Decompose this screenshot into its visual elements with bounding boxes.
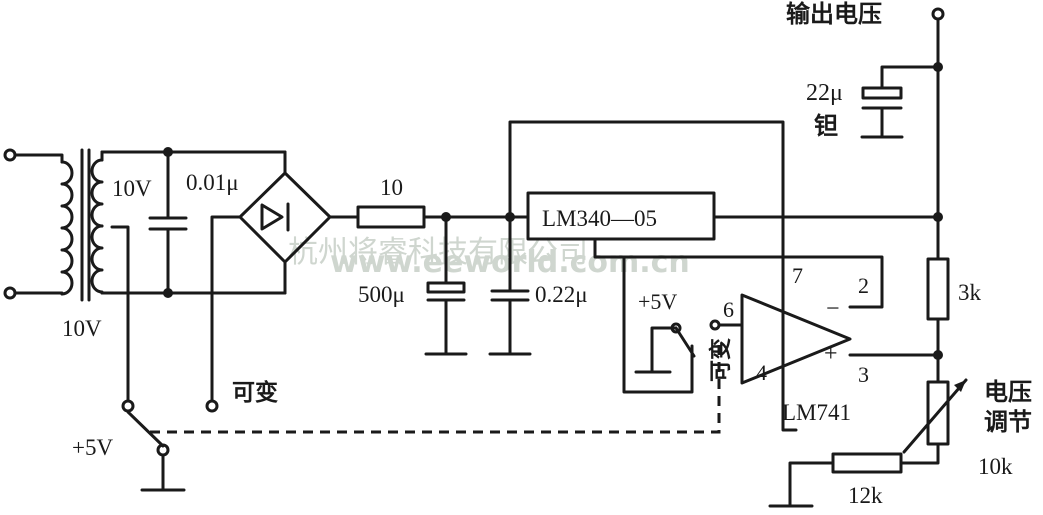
regulator-label: LM340—05 — [542, 206, 657, 231]
cap-001u-label: 0.01μ — [186, 170, 239, 195]
switch-left — [121, 399, 219, 492]
voltage-adjust-label-2: 调节 — [984, 408, 1032, 436]
potentiometer-10k — [899, 378, 968, 465]
transformer-primary — [3, 148, 74, 300]
primary-voltage-label: 10V — [62, 316, 102, 341]
pin-2-label: 2 — [858, 273, 869, 298]
pin-4-label: 4 — [756, 360, 767, 385]
output-voltage-label: 输出电压 — [786, 0, 882, 28]
bridge-rectifier — [210, 150, 360, 402]
cap-500u-label: 500μ — [358, 282, 405, 307]
variable-right-label: 可变 — [708, 338, 734, 382]
resistor-3k — [926, 257, 950, 384]
cap-22u-label: 22μ — [806, 80, 843, 106]
secondary-voltage-label: 10V — [112, 176, 152, 201]
variable-left-label: 可变 — [232, 379, 278, 406]
switch-right — [622, 255, 696, 394]
voltage-adjust-label-1: 电压 — [984, 378, 1032, 406]
resistor-10-label: 10 — [380, 175, 403, 200]
cap-022u-label: 0.22μ — [535, 282, 588, 307]
resistor-12k — [768, 452, 903, 508]
mechanical-link — [150, 338, 721, 434]
pin-3-label: 3 — [858, 362, 869, 387]
output-rail — [860, 7, 945, 261]
opamp-lm741 — [709, 255, 940, 385]
junction-dots — [163, 62, 943, 360]
plus5v-left-label: +5V — [72, 435, 113, 460]
transformer-core — [80, 148, 91, 302]
opamp-label: LM741 — [782, 400, 851, 425]
watermark-company: 杭州将睿科技有限公司 — [288, 235, 588, 270]
pin-7-label: 7 — [792, 263, 803, 288]
noninverting-input-label: + — [824, 341, 838, 367]
pin-6-label: 6 — [723, 297, 734, 322]
pot-10k-label: 10k — [978, 454, 1013, 479]
resistor-12k-label: 12k — [848, 483, 883, 508]
tantalum-label: 钽 — [814, 112, 838, 140]
transformer-secondary — [90, 150, 287, 402]
regulator-lm340 — [508, 120, 940, 432]
capacitor-0-22u — [488, 215, 532, 356]
capacitor-500u — [424, 215, 468, 356]
resistor-3k-label: 3k — [958, 280, 982, 305]
plus5v-right-label: +5V — [638, 289, 677, 314]
inverting-input-label: − — [826, 296, 840, 322]
capacitor-0-01u — [148, 150, 188, 295]
